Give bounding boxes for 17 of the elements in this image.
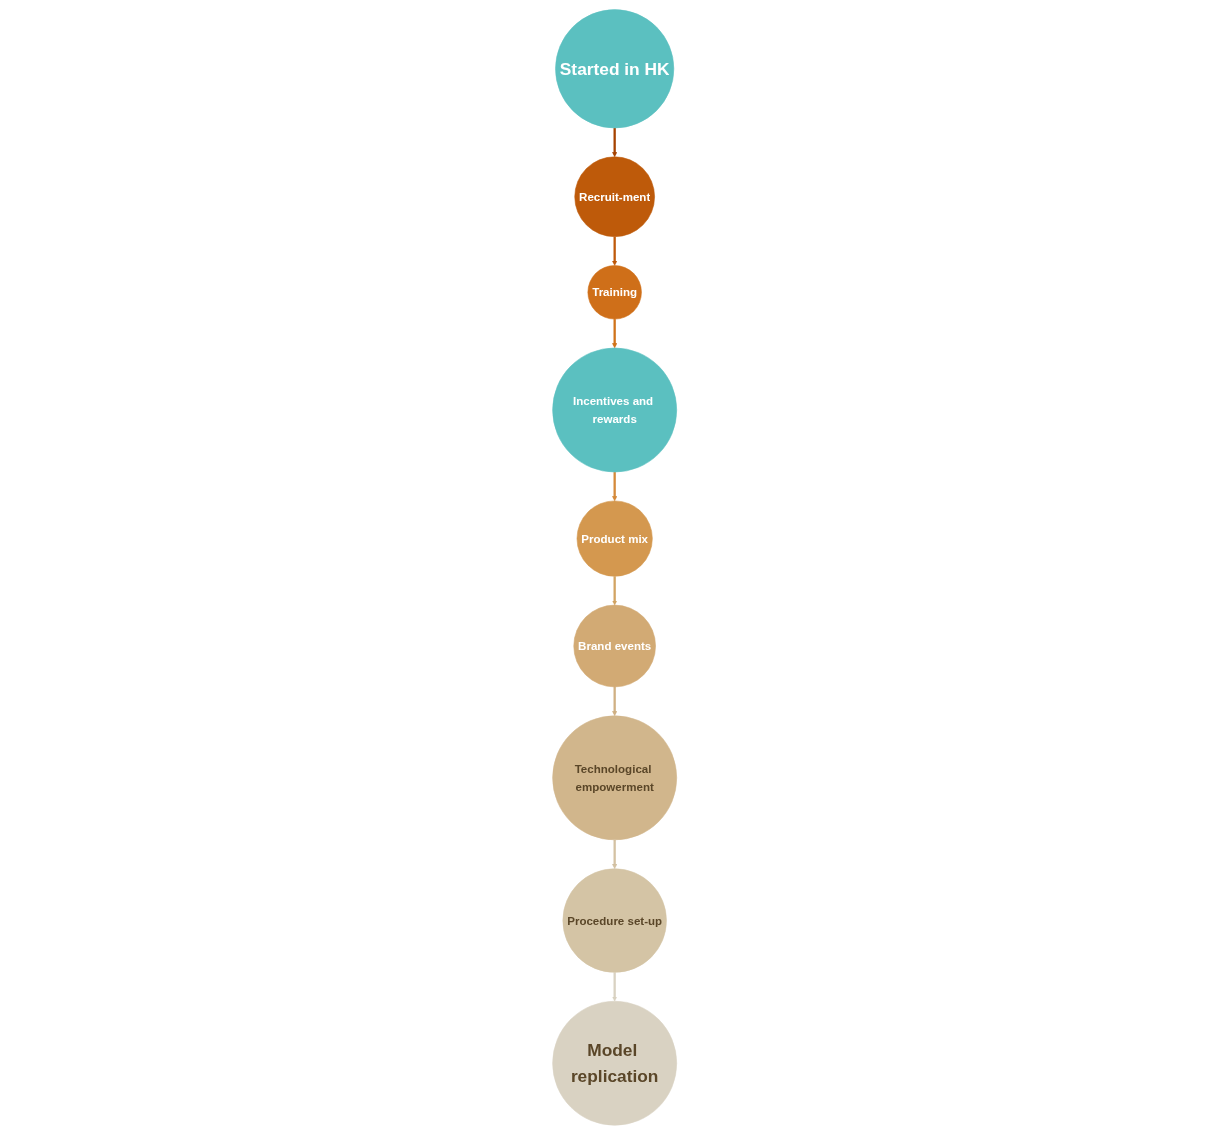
node-circle: Recruit-ment (574, 156, 656, 237)
node-circle: Product mix (577, 500, 653, 577)
arrow (612, 128, 618, 158)
arrow (612, 472, 618, 502)
node-circle: Brand events (573, 604, 657, 688)
arrow (612, 686, 618, 717)
arrow (612, 319, 618, 349)
arrow (612, 972, 618, 1002)
arrow (612, 839, 618, 869)
node-circle: Training (587, 265, 643, 320)
arrow (612, 236, 618, 266)
node-circle: Procedure set-up (562, 868, 668, 973)
arrow (612, 576, 618, 606)
node-circle: Model replication (552, 1000, 678, 1126)
node-circle: Technological empowerment (552, 715, 678, 841)
node-circle: Incentives and rewards (552, 347, 678, 473)
node-circle: Started in HK (555, 9, 675, 129)
